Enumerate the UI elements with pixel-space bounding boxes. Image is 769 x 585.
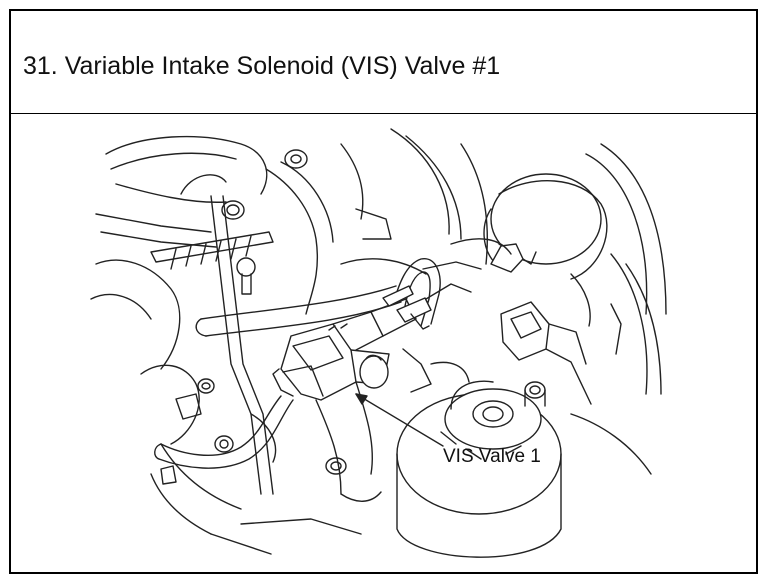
comb-bracket	[150, 231, 274, 270]
lower-hose	[154, 395, 294, 469]
misc-detail-lines	[160, 261, 482, 485]
intake-runners	[265, 128, 488, 315]
bolt-left-low	[197, 378, 215, 394]
engine-illustration: VIS Valve 1	[11, 114, 756, 572]
figure-frame: 31. Variable Intake Solenoid (VIS) Valve…	[9, 9, 758, 574]
engine-outline-left	[90, 135, 272, 555]
callout-vis-valve-1: VIS Valve 1	[443, 446, 541, 467]
bolt-top-center	[284, 149, 308, 169]
vis-solenoid-valve	[272, 298, 417, 401]
round-canister	[450, 173, 608, 280]
vacuum-hose-loop	[382, 258, 441, 330]
title-row: 31. Variable Intake Solenoid (VIS) Valve…	[11, 11, 756, 114]
valve-mount-block	[240, 381, 382, 535]
oil-filter-housing	[396, 380, 562, 558]
callout-leader	[355, 393, 444, 447]
bolt-left-bottom	[214, 435, 234, 453]
right-connector	[500, 301, 592, 405]
engine-outline-right	[570, 143, 667, 475]
bolt-left-mid	[236, 257, 256, 295]
left-bracket	[180, 174, 277, 495]
bolt-left-top	[221, 200, 245, 220]
bolt-right	[524, 381, 546, 407]
page-title: 31. Variable Intake Solenoid (VIS) Valve…	[23, 52, 501, 80]
